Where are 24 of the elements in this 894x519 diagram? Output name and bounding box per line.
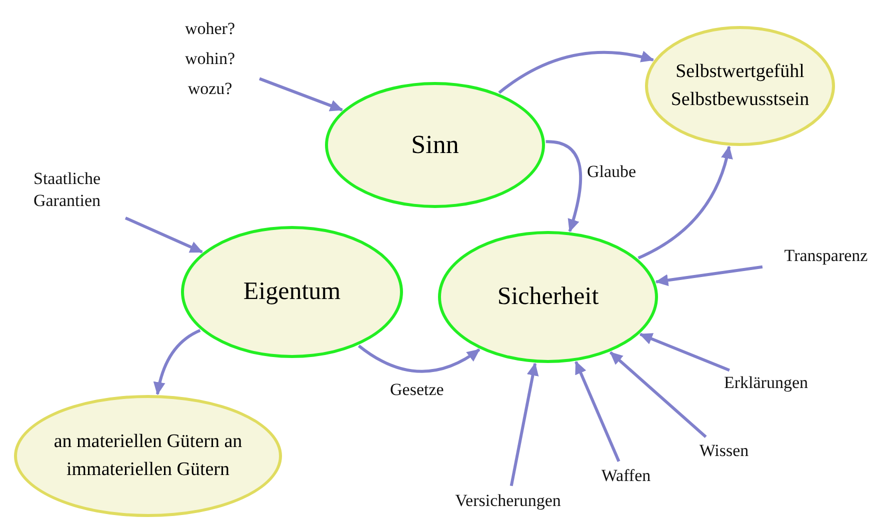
text-label: woher? wohin? wozu? [165, 14, 255, 104]
arrow [574, 360, 620, 462]
text-label: Erklärungen [705, 372, 827, 394]
text-label: Versicherungen [434, 490, 582, 512]
text-label: Wissen [688, 440, 760, 462]
arrow [358, 344, 480, 373]
arrow [154, 328, 201, 396]
text-label: Staatliche Garantien [12, 168, 122, 212]
node-label: an materiellen Gütern an immateriellen Gütern [52, 430, 244, 482]
arrow [258, 77, 344, 112]
arrow [498, 51, 654, 94]
arrow [638, 146, 732, 260]
arrow [546, 140, 582, 232]
arrow [609, 351, 707, 438]
arrow [510, 362, 539, 486]
arrow [639, 332, 730, 372]
node-label: Eigentum [242, 276, 342, 307]
node-label: Sinn [410, 129, 460, 162]
text-label: Waffen [590, 465, 662, 487]
node-label: Sicherheit [496, 282, 600, 312]
text-label: Transparenz [768, 245, 884, 267]
arrow [655, 265, 763, 286]
node-label: Selbstwertgefühl Selbstbewusstsein [670, 60, 810, 112]
arrow [124, 216, 203, 254]
